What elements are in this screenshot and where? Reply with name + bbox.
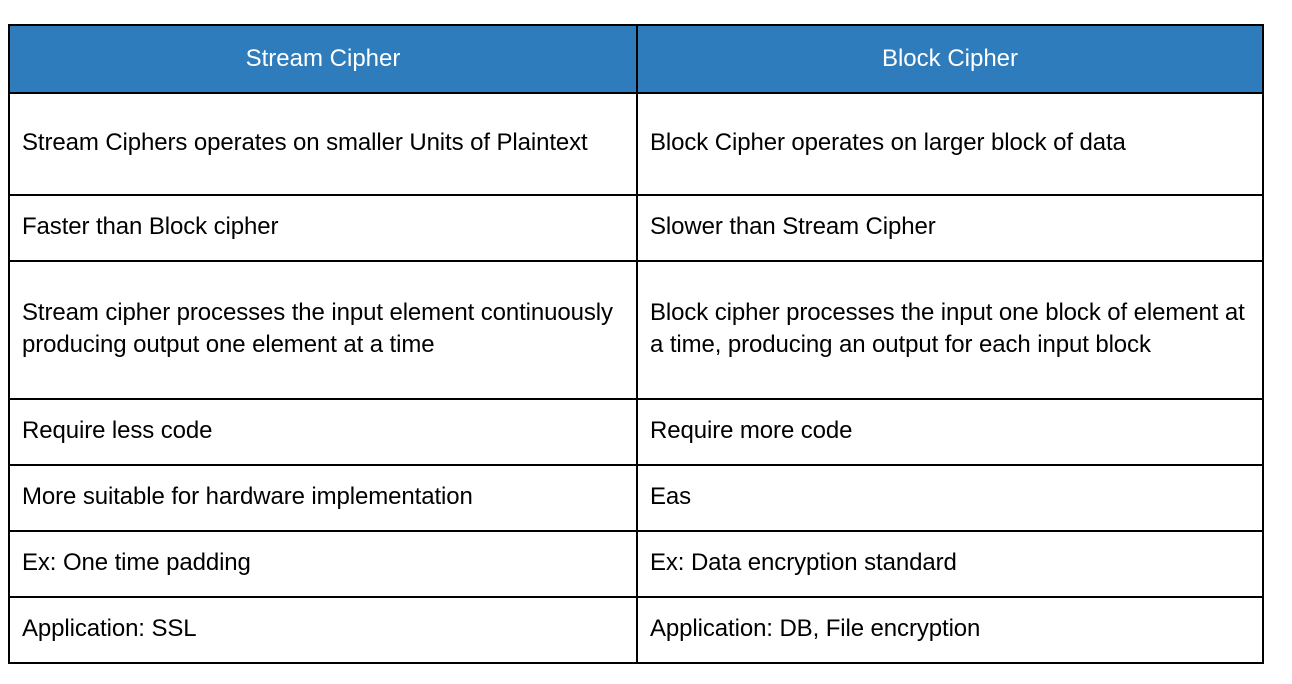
cell-block-cipher-1: Block Cipher operates on larger block of… xyxy=(636,92,1264,196)
table-row: Application: SSL Application: DB, File e… xyxy=(8,596,1264,664)
table-row: Require less code Require more code xyxy=(8,398,1264,466)
cell-block-cipher-7: Application: DB, File encryption xyxy=(636,596,1264,664)
cell-block-cipher-5: Eas xyxy=(636,464,1264,532)
table-row: More suitable for hardware implementatio… xyxy=(8,464,1264,532)
cell-stream-cipher-2: Faster than Block cipher xyxy=(8,194,638,262)
cell-block-cipher-4: Require more code xyxy=(636,398,1264,466)
table-row: Stream Ciphers operates on smaller Units… xyxy=(8,92,1264,196)
cell-block-cipher-3: Block cipher processes the input one blo… xyxy=(636,260,1264,400)
cell-stream-cipher-6: Ex: One time padding xyxy=(8,530,638,598)
table-body: Stream Ciphers operates on smaller Units… xyxy=(8,92,1264,664)
header-row: Stream Cipher Block Cipher xyxy=(8,24,1264,94)
column-header-block-cipher: Block Cipher xyxy=(636,24,1264,94)
table-row: Faster than Block cipher Slower than Str… xyxy=(8,194,1264,262)
column-header-stream-cipher: Stream Cipher xyxy=(8,24,638,94)
cell-block-cipher-2: Slower than Stream Cipher xyxy=(636,194,1264,262)
cell-block-cipher-6: Ex: Data encryption standard xyxy=(636,530,1264,598)
cell-stream-cipher-7: Application: SSL xyxy=(8,596,638,664)
table-row: Stream cipher processes the input elemen… xyxy=(8,260,1264,400)
cell-stream-cipher-1: Stream Ciphers operates on smaller Units… xyxy=(8,92,638,196)
table-header: Stream Cipher Block Cipher xyxy=(8,24,1264,94)
cipher-comparison-table: Stream Cipher Block Cipher Stream Cipher… xyxy=(8,24,1264,664)
cell-stream-cipher-3: Stream cipher processes the input elemen… xyxy=(8,260,638,400)
table-row: Ex: One time padding Ex: Data encryption… xyxy=(8,530,1264,598)
cell-stream-cipher-4: Require less code xyxy=(8,398,638,466)
cell-stream-cipher-5: More suitable for hardware implementatio… xyxy=(8,464,638,532)
